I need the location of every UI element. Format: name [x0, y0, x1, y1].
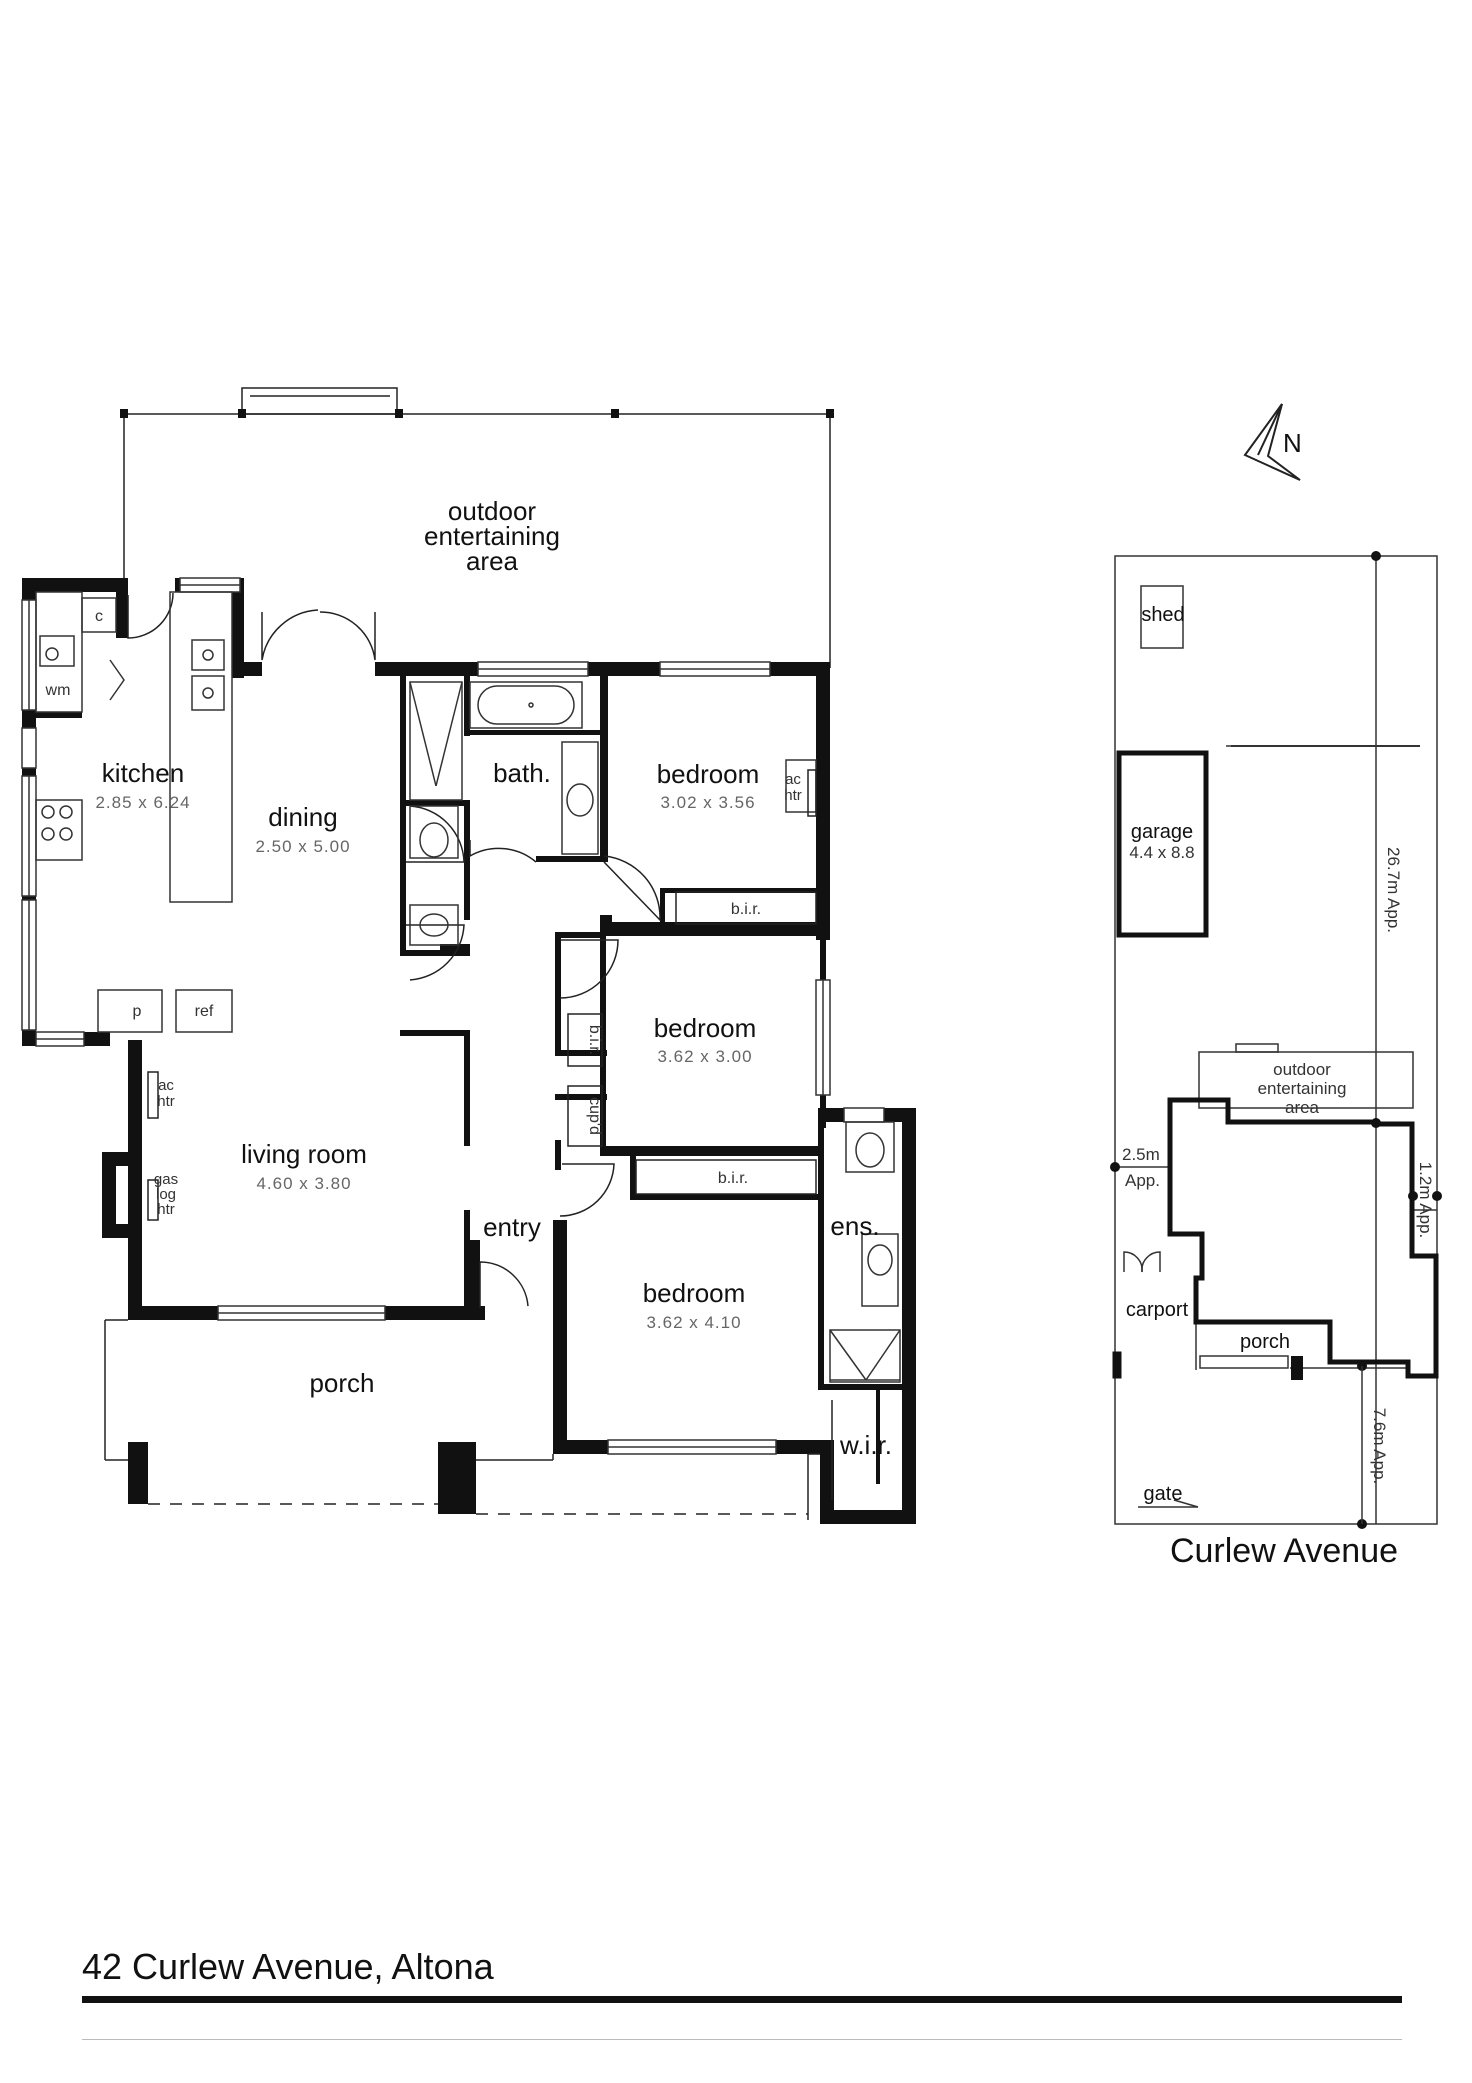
floorplan-labels: outdoor entertaining area kitchen 2.85 x… [45, 496, 892, 1460]
pergola-posts [120, 409, 834, 418]
site-plan [1114, 555, 1438, 1525]
gate-label: gate [1144, 1483, 1183, 1505]
carport-label: carport [1126, 1299, 1189, 1321]
interior-walls [36, 676, 916, 1484]
depth-dimension: 26.7m App. [1384, 847, 1403, 933]
site-labels: shed garage 4.4 x 8.8 outdoor entertaini… [1122, 604, 1435, 1570]
bath-fixtures [409, 681, 817, 946]
front-dimension: 7.6m App. [1370, 1408, 1389, 1485]
street-name: Curlew Avenue [1170, 1532, 1398, 1570]
kitchen-dims: 2.85 x 6.24 [95, 793, 190, 812]
door-swings [127, 592, 661, 1308]
bath-label: bath. [493, 758, 551, 788]
ensuite-label: ens. [830, 1211, 879, 1241]
living-room-dims: 4.60 x 3.80 [256, 1174, 351, 1193]
outdoor-label-2: entertaining [424, 521, 560, 551]
kitchen-label: kitchen [102, 758, 184, 788]
site-dimension-dots [1110, 551, 1442, 1529]
site-porch-label: porch [1240, 1331, 1290, 1353]
right-dimension: 1.2m App. [1416, 1162, 1435, 1239]
ensuite-fixtures [829, 1121, 901, 1383]
gas-heater-label-b: log [156, 1186, 176, 1203]
site-outdoor-label-2: entertaining [1258, 1079, 1347, 1098]
site-structures [1115, 1354, 1303, 1380]
compass-label: N [1283, 428, 1302, 458]
ac2-label-b: htr [157, 1093, 175, 1110]
bedroom3-dims: 3.62 x 4.10 [646, 1313, 741, 1332]
bedroom1-dims: 3.02 x 3.56 [660, 793, 755, 812]
bir2-label: b.i.r. [586, 1025, 603, 1055]
outdoor-label-3: area [466, 546, 519, 576]
bedroom2-label: bedroom [654, 1013, 757, 1043]
garage-label: garage [1131, 821, 1193, 843]
property-title: 42 Curlew Avenue, Altona [82, 1946, 494, 1987]
fridge-label: ref [195, 1003, 214, 1020]
living-room-label: living room [241, 1139, 367, 1169]
outdoor-label-1: outdoor [448, 496, 537, 526]
cupboard-label: cup'd [586, 1097, 603, 1135]
site-outdoor-label-3: area [1285, 1098, 1320, 1117]
garage-outline [1116, 750, 1209, 938]
washing-machine-label: wm [45, 682, 71, 699]
site-outdoor-label-1: outdoor [1273, 1060, 1331, 1079]
bir-boxes [147, 769, 817, 1221]
dining-label: dining [268, 802, 337, 832]
compass-icon [1243, 403, 1301, 481]
porch-outline [104, 1319, 833, 1520]
bedroom3-label: bedroom [643, 1278, 746, 1308]
footer-divider [82, 1996, 1402, 2003]
left-dimension-a: 2.5m [1122, 1145, 1160, 1164]
bedroom1-label: bedroom [657, 759, 760, 789]
gas-heater-label-c: htr [157, 1201, 175, 1218]
dining-dims: 2.50 x 5.00 [255, 837, 350, 856]
wir-label: w.i.r. [839, 1430, 892, 1460]
gas-heater-label-a: gas [154, 1171, 178, 1188]
porch-label: porch [309, 1368, 374, 1398]
shed-label: shed [1141, 604, 1184, 626]
kitchen-fixtures [35, 591, 233, 1033]
ac1-label-a: ac [785, 771, 801, 788]
bir1-label: b.i.r. [731, 901, 761, 918]
windows [21, 577, 885, 1455]
pantry-label: p [133, 1003, 142, 1020]
left-dimension-b: App. [1125, 1171, 1160, 1190]
bir3-label: b.i.r. [718, 1170, 748, 1187]
ac2-label-a: ac [158, 1077, 174, 1094]
footer-thin-divider [82, 2039, 1402, 2040]
cupboard-c-label: c [95, 608, 103, 625]
garage-dims: 4.4 x 8.8 [1129, 843, 1194, 862]
bedroom2-dims: 3.62 x 3.00 [657, 1047, 752, 1066]
ac1-label-b: htr [784, 787, 802, 804]
entry-label: entry [483, 1212, 541, 1242]
